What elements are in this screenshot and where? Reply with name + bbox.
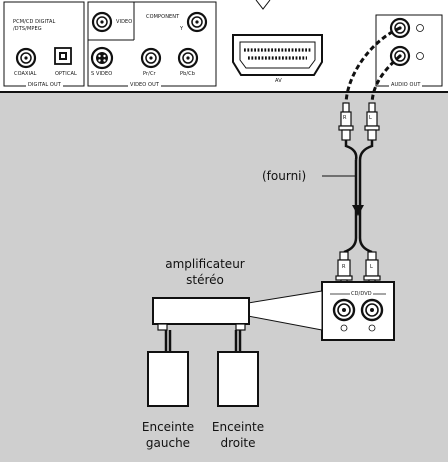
top-plug-r [338, 102, 354, 141]
cd-input-label: CD/DVD [350, 291, 373, 297]
pr-cr-jack [140, 47, 162, 69]
top-plug-l-label: L [369, 115, 372, 121]
amplifier-label-line2: stéréo [186, 273, 224, 287]
fourni-label: (fourni) [262, 169, 307, 183]
left-speaker [147, 351, 189, 407]
right-speaker-label-line1: Enceinte [211, 420, 265, 434]
right-speaker [217, 351, 259, 407]
top-plug-l [364, 102, 380, 141]
cable-left-bottom [343, 237, 358, 254]
component-label: COMPONENT [146, 14, 180, 20]
pb-cb-jack [177, 47, 199, 69]
left-speaker-label-line1: Enceinte [141, 420, 195, 434]
signal-arrow [352, 205, 364, 216]
audio-out-right-jack [389, 45, 424, 67]
digital-out-label: DIGITAL OUT [26, 82, 63, 88]
coaxial-label: COAXIAL [14, 71, 37, 77]
amplifier-box [152, 297, 250, 325]
av-label: AV [275, 78, 282, 84]
svideo-jack [90, 46, 114, 70]
component-y-label: Y [180, 26, 184, 32]
panel-notch [255, 0, 271, 10]
rear-panel [0, 0, 448, 92]
scart-connector [232, 34, 323, 76]
bottom-plug-r-label: R [342, 264, 346, 270]
svideo-label: S VIDEO [91, 71, 113, 77]
video-out-label: VIDEO OUT [128, 82, 161, 88]
coaxial-jack [15, 47, 37, 69]
left-speaker-label-line2: gauche [145, 436, 191, 450]
cable-right-top [358, 140, 374, 161]
video-label: VIDEO [116, 19, 133, 25]
pb-cb-label: Pb/Cb [180, 71, 196, 77]
pr-cr-label: Pr/Cr [143, 71, 156, 77]
cable-left-top [344, 140, 358, 161]
audio-out-left-jack [389, 17, 424, 39]
top-plug-r-label: R [343, 115, 347, 121]
amp-in-left-jack [360, 298, 384, 332]
audio-out-label: AUDIO OUT [389, 82, 423, 88]
video-jack [91, 11, 113, 33]
amplifier-foot-left [157, 323, 168, 331]
amplifier-label-line1: amplificateur [165, 257, 245, 271]
bottom-plug-l-label: L [370, 264, 373, 270]
optical-label: OPTICAL [55, 71, 77, 77]
optical-jack [54, 47, 72, 65]
dashed-lead-left [344, 26, 401, 106]
cable-right-bottom [358, 237, 373, 254]
amplifier-foot-right [235, 323, 246, 331]
component-y-jack [186, 11, 208, 33]
pcm-label-line1: PCM/CD DIGITAL [13, 19, 56, 25]
pcm-label-line2: /DTS/MPEG [13, 26, 42, 32]
callout-wedge [247, 290, 323, 331]
right-speaker-label-line2: droite [220, 436, 256, 450]
amp-in-right-jack [332, 298, 356, 332]
